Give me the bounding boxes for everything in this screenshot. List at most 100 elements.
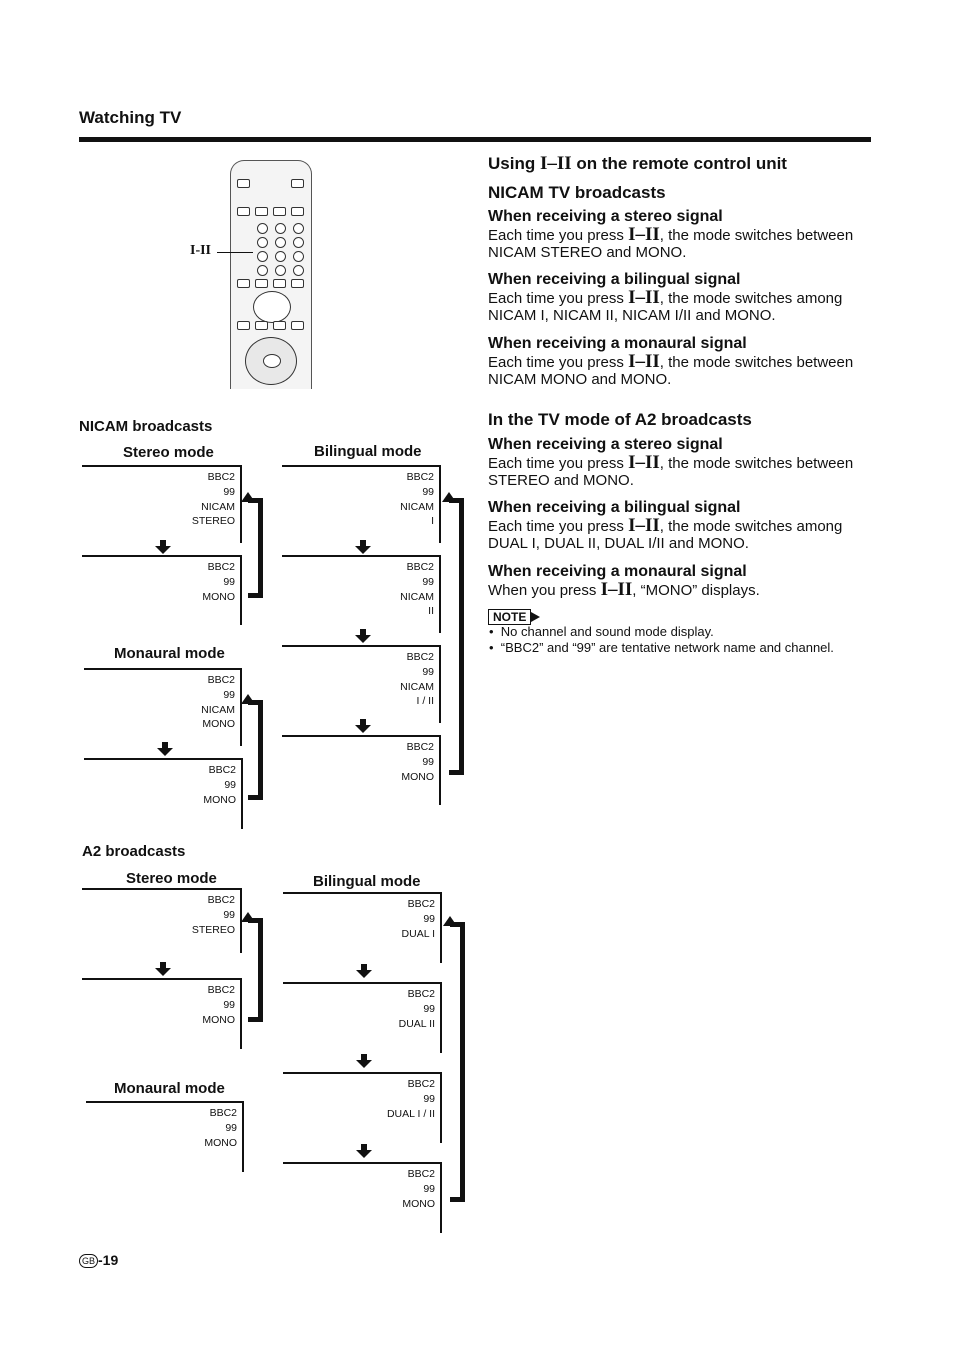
remote-button <box>273 279 286 288</box>
screen-text: NICAM <box>201 703 235 716</box>
screen-text: 99 <box>422 755 434 768</box>
remote-button <box>273 321 286 330</box>
remote-callout-label: I-II <box>190 243 212 258</box>
right-title: Using I–II on the remote control unit <box>488 154 787 174</box>
a2-bilingual-mode-label: Bilingual mode <box>313 873 421 890</box>
screen-text: BBC2 <box>207 984 235 996</box>
screen-text: 99 <box>224 778 236 791</box>
note-label: NOTE <box>488 608 541 626</box>
remote-digit-button <box>293 223 304 234</box>
nicam-item: When receiving a bilingual signal Each t… <box>488 270 888 324</box>
title-text-pre: Using <box>488 154 540 173</box>
screen-text: MONO <box>202 590 235 603</box>
item-text: Each time you press <box>488 227 629 244</box>
screen-text: BBC2 <box>207 471 235 483</box>
screen-text: 99 <box>223 688 235 701</box>
remote-digit-button <box>293 265 304 276</box>
return-loop <box>248 918 263 1022</box>
screen-text: NICAM <box>201 500 235 513</box>
screen-text: MONO <box>202 718 235 731</box>
remote-button <box>255 321 268 330</box>
screen-text: BBC2 <box>407 898 435 910</box>
screen-text: MONO <box>402 1197 435 1210</box>
return-loop <box>450 922 465 1202</box>
screen-text: 99 <box>223 575 235 588</box>
remote-enter-button <box>263 354 281 368</box>
screen-text: II <box>428 605 434 618</box>
screen-text: 99 <box>423 912 435 925</box>
remote-digit-button <box>257 265 268 276</box>
item-text: , the mode switches between <box>659 227 854 244</box>
screen-text: 99 <box>225 1121 237 1134</box>
remote-digit-button <box>293 251 304 262</box>
page-number: GB-19 <box>79 1252 118 1269</box>
item-heading: When receiving a bilingual signal <box>488 499 741 516</box>
remote-digit-button <box>257 251 268 262</box>
screen-text: BBC2 <box>209 1107 237 1119</box>
item-text: Each time you press <box>488 354 629 371</box>
screen-text: NICAM <box>400 590 434 603</box>
item-text: Each time you press <box>488 455 629 472</box>
screen-text: MONO <box>204 1136 237 1149</box>
screen-text: BBC2 <box>406 471 434 483</box>
remote-button <box>291 279 304 288</box>
remote-button <box>291 321 304 330</box>
screen-text: BBC2 <box>407 988 435 1000</box>
i-ii-symbol: I–II <box>628 224 660 245</box>
i-ii-symbol: I–II <box>539 153 572 174</box>
nicam-item: When receiving a stereo signal Each time… <box>488 207 888 261</box>
screen-text: BBC2 <box>407 1168 435 1180</box>
remote-digit-button <box>293 237 304 248</box>
i-ii-symbol: I–II <box>628 452 660 473</box>
remote-button <box>237 279 250 288</box>
screen-text: STEREO <box>191 515 235 528</box>
screen-text: DUAL II <box>398 1017 435 1030</box>
item-text: Each time you press <box>488 518 629 535</box>
screen-text: STEREO <box>191 923 235 936</box>
return-loop <box>248 498 263 598</box>
item-text-line2: NICAM MONO and MONO. <box>488 371 672 388</box>
item-heading: When receiving a monaural signal <box>488 335 747 352</box>
a2-item: When receiving a bilingual signal Each t… <box>488 498 888 552</box>
loop-up-arrow-icon <box>442 492 456 502</box>
screen-text: MONO <box>202 1013 235 1026</box>
i-ii-symbol: I–II <box>600 579 633 600</box>
screen-text: BBC2 <box>406 651 434 663</box>
section-title: Watching TV <box>79 108 182 127</box>
nicam-monaural-mode-label: Monaural mode <box>114 645 225 662</box>
screen-text: 99 <box>223 998 235 1011</box>
remote-digit-button <box>275 265 286 276</box>
nicam-broadcasts-title: NICAM broadcasts <box>79 418 213 435</box>
remote-digit-button <box>275 251 286 262</box>
screen-text: DUAL I / II <box>386 1107 435 1120</box>
remote-control-illustration <box>230 160 312 389</box>
remote-channel-rocker <box>253 291 291 323</box>
remote-digit-button <box>275 223 286 234</box>
screen-text: 99 <box>423 1182 435 1195</box>
return-loop <box>248 700 263 800</box>
screen-text: MONO <box>203 793 236 806</box>
item-text: , the mode switches among <box>659 518 843 535</box>
a2-stereo-mode-label: Stereo mode <box>126 870 217 887</box>
item-heading: When receiving a monaural signal <box>488 563 747 580</box>
note-item: • No channel and sound mode display. <box>489 624 714 639</box>
item-text-line2: NICAM STEREO and MONO. <box>488 244 687 261</box>
screen-text: BBC2 <box>207 674 235 686</box>
item-text: , the mode switches between <box>659 455 854 472</box>
i-ii-symbol: I–II <box>628 515 660 536</box>
loop-up-arrow-icon <box>241 912 255 922</box>
remote-digit-button <box>257 237 268 248</box>
note-item: • “BBC2” and “99” are tentative network … <box>489 640 834 655</box>
item-text: Each time you press <box>488 290 629 307</box>
i-ii-symbol: I–II <box>628 287 660 308</box>
remote-digit-button <box>257 223 268 234</box>
a2-monaural-mode-label: Monaural mode <box>114 1080 225 1097</box>
remote-button <box>237 207 250 216</box>
remote-button <box>237 321 250 330</box>
